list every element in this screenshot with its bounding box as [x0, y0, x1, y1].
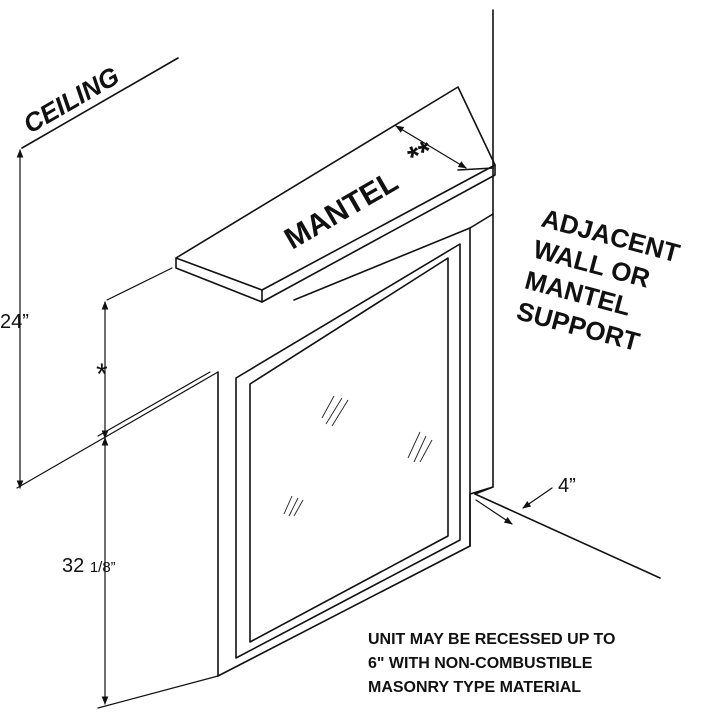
ceiling-line [21, 57, 179, 149]
fireplace-side [469, 213, 494, 547]
mantel-bottom-extension [106, 267, 173, 301]
mantel-level-line [16, 371, 219, 489]
mantel-shelf [175, 86, 496, 303]
note-line-3: MASONRY TYPE MATERIAL [368, 679, 581, 696]
note-line-1: UNIT MAY BE RECESSED UP TO [368, 631, 615, 648]
window-glass-inner [249, 257, 449, 643]
dim-32-bottom-tick [97, 675, 219, 709]
dim-4-label: 4” [558, 475, 576, 497]
glass-glint-3 [283, 495, 304, 517]
dim-star-tick [97, 371, 211, 437]
dim-32-main: 32 [62, 555, 90, 577]
recess-note: UNIT MAY BE RECESSED UP TO 6" WITH NON-C… [368, 631, 615, 696]
glass-glint-1 [321, 395, 349, 427]
floor-line-right [474, 493, 661, 579]
note-line-2: 6" WITH NON-COMBUSTIBLE [368, 655, 593, 672]
fireplace-face [217, 227, 471, 677]
adjacent-wall-label: ADJACENT WALL OR MANTEL SUPPORT [514, 203, 683, 357]
ceiling-label: CEILING [18, 60, 124, 139]
mantel-label: MANTEL [279, 165, 404, 256]
glass-glint-2 [407, 431, 433, 463]
dim-double-star-line [395, 125, 467, 169]
dim-4-arrow-left [475, 499, 513, 525]
dim-4-arrow-right [522, 487, 553, 509]
dim-32-label: 32 1/8” [62, 555, 116, 577]
window-frame-outer [235, 243, 461, 659]
dim-24-label: 24” [0, 311, 29, 333]
single-star-label: * [96, 358, 108, 391]
dim-32-fraction: 1/8” [90, 559, 116, 576]
double-star-label: ** [403, 134, 438, 174]
